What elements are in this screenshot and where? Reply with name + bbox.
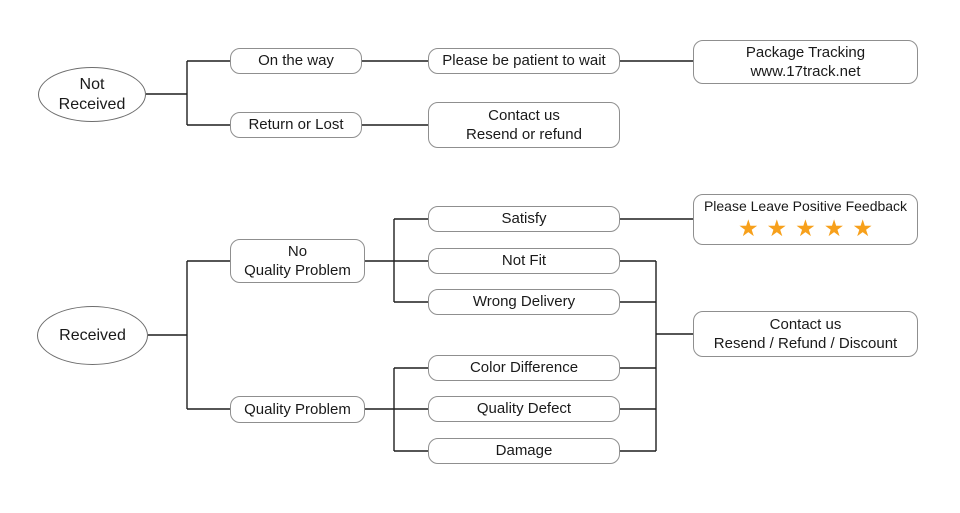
node-quality-problem: Quality Problem [230,396,365,423]
node-color-difference: Color Difference [428,355,620,381]
node-label: Damage [495,442,553,460]
node-label: Satisfy [501,210,547,228]
node-label: Not [79,75,105,93]
node-damage: Damage [428,438,620,464]
node-label: Package Tracking [745,43,866,61]
node-wrong-delivery: Wrong Delivery [428,289,620,315]
node-label: Received [59,326,126,344]
node-satisfy: Satisfy [428,206,620,232]
node-label: Quality Problem [244,262,351,279]
node-label: Wrong Delivery [472,293,576,311]
node-label: Return or Lost [248,116,344,134]
not-received-branch-lines [146,60,693,126]
no-quality-branch-lines [365,218,428,303]
node-label: Not Fit [501,252,547,270]
node-quality-defect: Quality Defect [428,396,620,422]
convergence-lines [620,218,693,452]
node-contact-resend-refund: Contact us Resend or refund [428,102,620,148]
received-branch-lines [148,260,230,410]
node-no-quality-problem: No Quality Problem [230,239,365,283]
node-return-or-lost: Return or Lost [230,112,362,138]
star-rating-icons: ★★★★★ [737,214,882,241]
tracking-url: www.17track.net [750,63,861,80]
node-label: Resend or refund [466,126,582,143]
quality-branch-lines [365,367,428,452]
node-received: Received [37,306,148,365]
node-not-received: Not Received [38,67,146,122]
node-label: Received [58,95,126,113]
node-package-tracking: Package Tracking www.17track.net [693,40,918,84]
node-label: Quality Defect [476,400,572,418]
node-label: Please Leave Positive Feedback [703,198,908,215]
node-on-the-way: On the way [230,48,362,74]
node-not-fit: Not Fit [428,248,620,274]
node-please-be-patient: Please be patient to wait [428,48,620,74]
node-label: Resend / Refund / Discount [713,335,898,352]
node-contact-discount: Contact us Resend / Refund / Discount [693,311,918,357]
node-label: On the way [258,52,334,70]
node-label: Color Difference [469,359,579,377]
node-label: Quality Problem [244,400,351,418]
node-label: No [287,242,308,260]
node-label: Please be patient to wait [442,52,606,70]
node-positive-feedback: Please Leave Positive Feedback ★★★★★ [693,194,918,245]
node-label: Contact us [488,106,560,124]
node-label: Contact us [769,315,842,333]
